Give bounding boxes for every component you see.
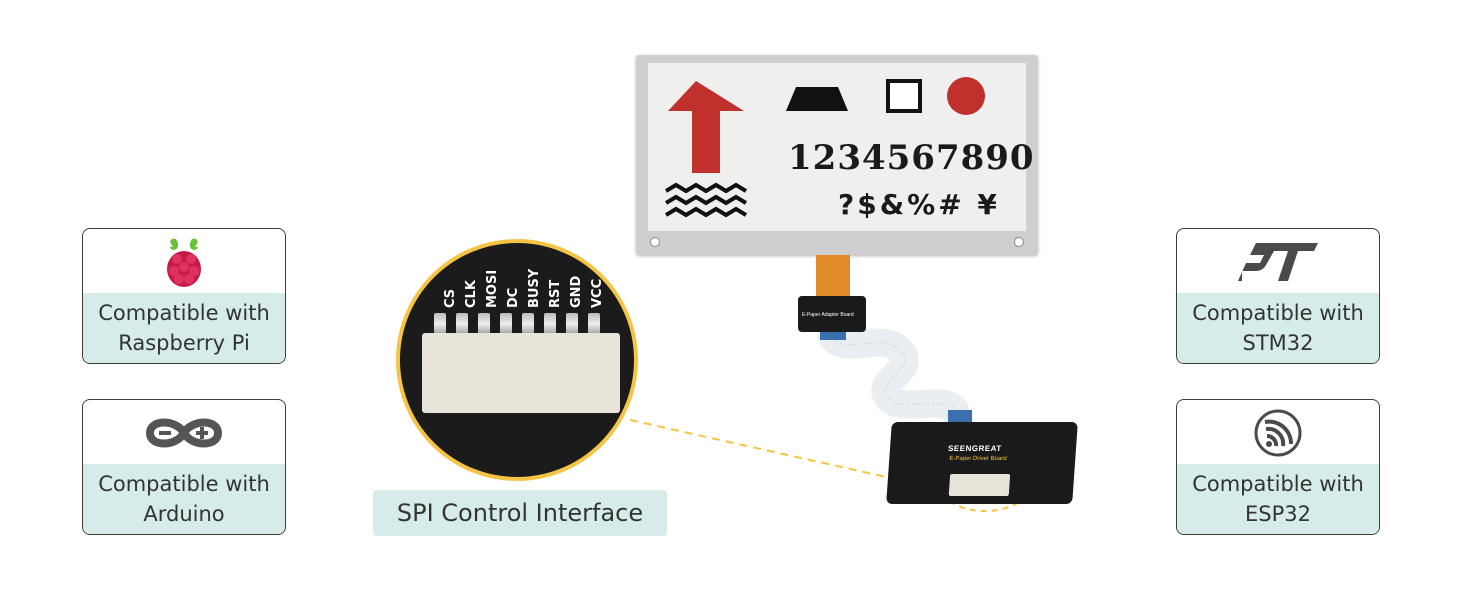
epaper-screen: 1234567890 ?$&%# ¥ <box>648 63 1034 231</box>
card-label-line2: Raspberry Pi <box>118 331 250 355</box>
driver-caption: E-Paper Driver Board <box>949 456 1007 462</box>
connector-zoom-circle: CS CLK MOSI DC BUSY RST GND VCC <box>396 239 638 481</box>
card-label-line1: Compatible with <box>1192 472 1364 496</box>
mount-hole <box>1014 237 1024 247</box>
espressif-icon <box>1177 400 1379 466</box>
white-square <box>886 79 922 113</box>
driver-connector <box>948 474 1011 496</box>
mount-hole <box>650 237 660 247</box>
red-circle <box>947 77 985 115</box>
arduino-card: Compatible with Arduino <box>82 399 286 535</box>
raspberry-pi-icon <box>83 229 285 295</box>
spi-control-interface-label: SPI Control Interface <box>373 490 667 536</box>
connector-pins <box>434 313 600 335</box>
card-label-line2: ESP32 <box>1245 502 1311 526</box>
card-label-line1: Compatible with <box>98 472 270 496</box>
card-label-line1: Compatible with <box>98 301 270 325</box>
digits-text: 1234567890 <box>788 138 1035 178</box>
black-trapezoid <box>786 87 848 111</box>
esp32-card: Compatible with ESP32 <box>1176 399 1380 535</box>
card-label-line2: STM32 <box>1242 331 1314 355</box>
st-icon <box>1177 229 1379 295</box>
zigzag-pattern <box>664 182 748 218</box>
driver-board: SEENGREAT E-Paper Driver Board <box>886 422 1078 504</box>
driver-brand: SEENGREAT <box>947 444 1003 453</box>
symbols-text: ?$&%# ¥ <box>838 188 1000 221</box>
card-label-line2: Arduino <box>143 502 225 526</box>
adapter-board: E-Paper Adapter Board <box>798 296 866 332</box>
jst-connector <box>422 333 620 413</box>
raspberry-pi-card: Compatible with Raspberry Pi <box>82 228 286 364</box>
adapter-board-label: E-Paper Adapter Board <box>802 312 854 318</box>
card-label-line1: Compatible with <box>1192 301 1364 325</box>
stm32-card: Compatible with STM32 <box>1176 228 1380 364</box>
epaper-display: 1234567890 ?$&%# ¥ <box>636 55 1038 255</box>
arduino-icon <box>83 400 285 466</box>
red-arrow <box>668 81 744 173</box>
